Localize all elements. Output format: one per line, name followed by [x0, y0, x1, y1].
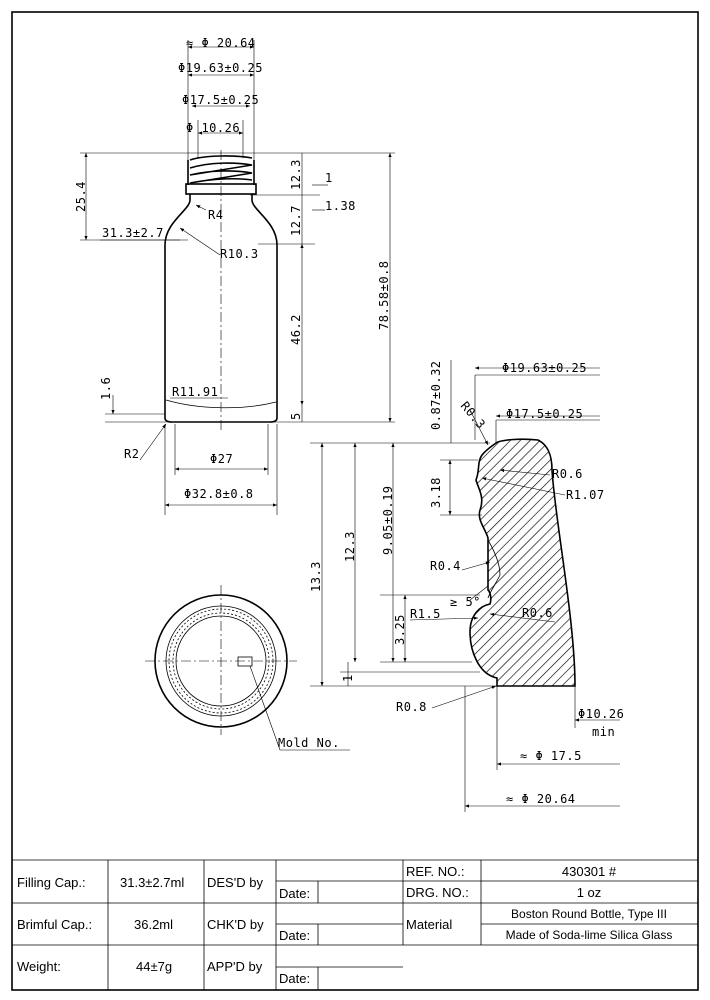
dim-top-d3: Φ17.5±0.25	[182, 93, 259, 107]
dim-r0-3: R0.3	[458, 399, 489, 432]
dim-neck-5deg: ≥ 5°	[450, 595, 481, 609]
dim-neck-d10-26: Φ10.26	[578, 707, 624, 721]
material-value-1: Boston Round Bottle, Type III	[511, 907, 667, 921]
dim-r2: R2	[124, 447, 139, 461]
dim-neck-d19-63: Φ19.63±0.25	[502, 361, 587, 375]
checked-by-label: CHK'D by	[207, 917, 264, 932]
dim-neck-d20-64: ≈ Φ 20.64	[506, 792, 576, 806]
dim-12-7: 12.7	[289, 205, 303, 236]
dim-25-4: 25.4	[74, 181, 88, 212]
neck-detail	[469, 438, 576, 687]
drawing-border	[11, 11, 699, 991]
filling-cap-label: Filling Cap.:	[17, 875, 86, 890]
dim-0-87: 0.87±0.32	[429, 360, 443, 430]
date-label-2: Date:	[279, 928, 310, 943]
drg-no-label: DRG. NO.:	[406, 885, 469, 900]
detail-dimension-lines	[320, 360, 620, 808]
dim-fill-cap: 31.3±2.7	[102, 226, 164, 240]
mold-label: Mold No.	[278, 736, 340, 750]
dim-46-2: 46.2	[289, 314, 303, 345]
dim-r11-91: R11.91	[172, 385, 218, 399]
ref-no-value: 430301 #	[562, 864, 617, 879]
drg-no-value: 1 oz	[577, 885, 602, 900]
dim-neck-13-3: 13.3	[309, 561, 323, 592]
dim-d27: Φ27	[210, 452, 233, 466]
dim-neck-r1-5: R1.5	[410, 607, 441, 621]
dim-neck-r0-6-b: R0.6	[522, 606, 553, 620]
designed-by-label: DES'D by	[207, 875, 263, 890]
dim-top-d4: Φ 10.26	[186, 121, 240, 135]
dim-1: 1	[325, 171, 333, 185]
filling-cap-value: 31.3±2.7ml	[120, 875, 184, 890]
dim-neck-r0-6-a: R0.6	[552, 467, 583, 481]
dim-5: 5	[289, 412, 303, 420]
dim-neck-d17-5b: ≈ Φ 17.5	[520, 749, 582, 763]
brimful-cap-value: 36.2ml	[134, 917, 173, 932]
approved-by-label: APP'D by	[207, 959, 263, 974]
dim-neck-12-3: 12.3	[343, 531, 357, 562]
dim-neck-r0-8: R0.8	[396, 700, 427, 714]
dim-top-d2: Φ19.63±0.25	[178, 61, 263, 75]
dim-1-6: 1.6	[99, 377, 113, 400]
dim-neck-r1-07: R1.07	[566, 488, 605, 502]
weight-label: Weight:	[17, 959, 61, 974]
dim-1-38: 1.38	[325, 199, 356, 213]
dim-neck-1: 1	[341, 674, 355, 682]
title-block	[12, 859, 698, 990]
material-value-2: Made of Soda-lime Silica Glass	[506, 928, 673, 942]
bottle-extension-lines	[80, 40, 395, 515]
dim-78-58: 78.58±0.8	[377, 260, 391, 330]
dim-r4: R4	[208, 208, 223, 222]
weight-value: 44±7g	[136, 959, 172, 974]
bottle-dimension-lines	[84, 45, 392, 507]
dim-neck-9-05: 9.05±0.19	[381, 485, 395, 555]
dim-d32-8: Φ32.8±0.8	[184, 487, 254, 501]
date-label-3: Date:	[279, 971, 310, 986]
ref-no-label: REF. NO.:	[406, 864, 465, 879]
dim-neck-3-25: 3.25	[393, 614, 407, 645]
dim-neck-r0-4: R0.4	[430, 559, 461, 573]
dim-12-3: 12.3	[289, 159, 303, 190]
date-label-1: Date:	[279, 886, 310, 901]
detail-extension-lines	[310, 374, 600, 812]
dim-r10-3: R10.3	[220, 247, 259, 261]
dim-neck-3-18: 3.18	[429, 477, 443, 508]
brimful-cap-label: Brimful Cap.:	[17, 917, 92, 932]
dim-neck-d17-5: Φ17.5±0.25	[506, 407, 583, 421]
dim-top-d1: ≈ Φ 20.64	[186, 36, 256, 50]
bottom-view	[145, 585, 350, 751]
material-label: Material	[406, 917, 452, 932]
dim-neck-min: min	[592, 725, 615, 739]
